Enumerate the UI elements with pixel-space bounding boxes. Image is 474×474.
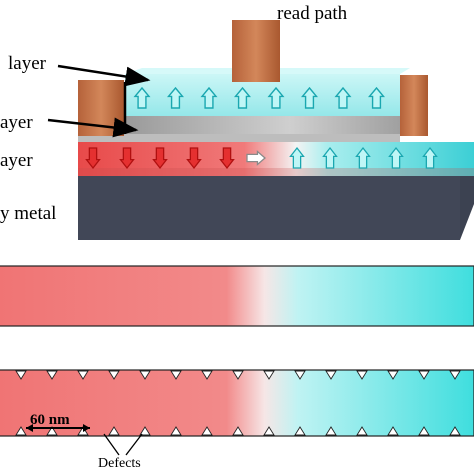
triangle-defect-marker — [108, 370, 120, 380]
arrow-up-icon — [422, 146, 438, 169]
arrow-up-icon — [368, 86, 385, 109]
arrow-up-icon — [322, 146, 338, 169]
triangle-defect-marker — [139, 370, 151, 380]
triangle-defect-marker — [356, 426, 368, 436]
defects-bottom-row — [15, 426, 461, 436]
arrow-right-icon — [246, 150, 266, 166]
defects-label: Defects — [98, 456, 141, 471]
triangle-defect-marker — [325, 370, 337, 380]
triangle-defect-marker — [77, 370, 89, 380]
triangle-defect-marker — [201, 370, 213, 380]
arrow-up-icon — [388, 146, 404, 169]
triangle-defect-marker — [356, 370, 368, 380]
arrow-down-icon — [85, 147, 101, 170]
top-layer-arrows — [133, 86, 385, 109]
triangle-defect-marker — [170, 370, 182, 380]
arrow-down-icon — [186, 147, 202, 170]
defects-pointer-lines — [103, 433, 143, 456]
triangle-defect-marker — [15, 370, 27, 380]
triangle-defect-marker — [418, 370, 430, 380]
triangle-defect-marker — [263, 426, 275, 436]
triangle-defect-marker — [449, 426, 461, 436]
domain-wall-strip-2 — [0, 369, 474, 437]
arrow-up-icon — [289, 146, 305, 169]
scale-bar — [26, 424, 90, 432]
arrow-up-icon — [133, 86, 151, 109]
defects-top-row — [15, 370, 461, 380]
triangle-defect-marker — [201, 426, 213, 436]
triangle-defect-marker — [46, 426, 58, 436]
arrow-down-icon — [152, 147, 168, 170]
free-layer-label: layer — [8, 53, 46, 74]
triangle-defect-marker — [139, 426, 151, 436]
scale-bar-label: 60 nm — [30, 412, 70, 428]
triangle-defect-marker — [387, 426, 399, 436]
arrow-up-icon — [167, 86, 184, 109]
domain-wall-strip-1 — [0, 265, 474, 327]
pinned-layer-label: ayer — [0, 150, 33, 171]
triangle-defect-marker — [387, 370, 399, 380]
heavy-metal-label: y metal — [0, 203, 57, 224]
triangle-defect-marker — [449, 370, 461, 380]
triangle-defect-marker — [294, 370, 306, 380]
read-path-label: read path — [277, 3, 348, 24]
triangle-defect-marker — [325, 426, 337, 436]
arrow-down-icon — [219, 147, 235, 170]
arrow-up-icon — [301, 86, 318, 109]
pinned-layer — [78, 142, 474, 176]
arrow-down-icon — [119, 147, 135, 170]
pinned-layer-arrows — [85, 146, 438, 170]
arrow-up-icon — [267, 86, 285, 109]
triangle-defect-marker — [108, 426, 120, 436]
triangle-defect-marker — [418, 426, 430, 436]
arrow-up-icon — [200, 86, 218, 109]
triangle-defect-marker — [263, 370, 275, 380]
triangle-defect-marker — [15, 426, 27, 436]
spacer-layer-leader — [47, 117, 139, 138]
arrow-up-icon — [234, 86, 251, 109]
right-contact — [400, 75, 428, 136]
triangle-defect-marker — [46, 370, 58, 380]
spacer-layer — [78, 116, 400, 142]
arrow-up-icon — [355, 146, 371, 169]
triangle-defect-marker — [232, 426, 244, 436]
read-path-contact — [232, 20, 280, 82]
triangle-defect-marker — [170, 426, 182, 436]
spacer-layer-label: ayer — [0, 112, 33, 133]
triangle-defect-marker — [294, 426, 306, 436]
free-layer-leader — [57, 64, 151, 87]
arrow-up-icon — [334, 86, 352, 109]
heavy-metal-layer — [78, 166, 474, 240]
triangle-defect-marker — [232, 370, 244, 380]
